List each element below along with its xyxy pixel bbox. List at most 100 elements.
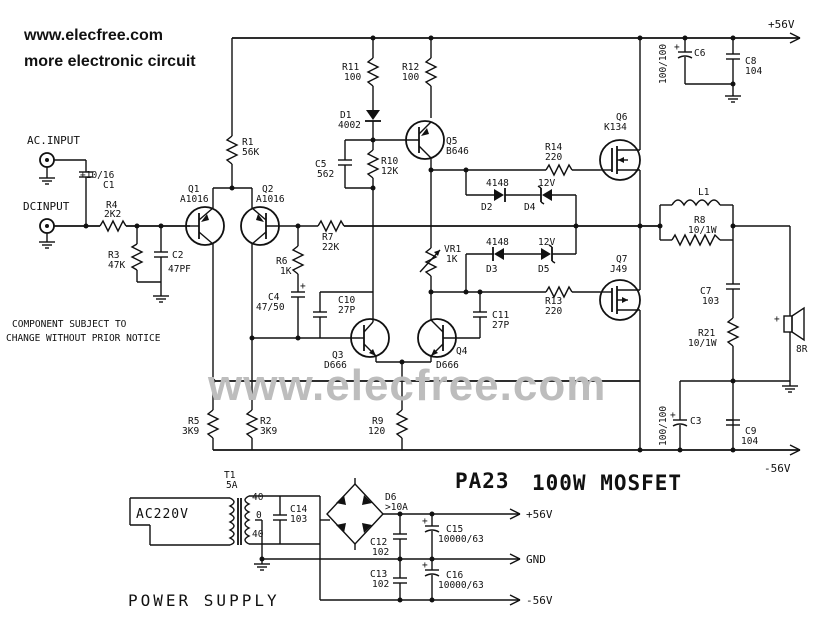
r6-ref: R6 — [276, 256, 288, 267]
c15-ref: C15 — [446, 524, 463, 535]
site-tagline: more electronic circuit — [24, 53, 196, 70]
resistor-r12 — [424, 57, 438, 87]
resistor-r14 — [545, 163, 573, 177]
q2-ref: Q2 — [262, 184, 273, 195]
d4-value: 12V — [538, 178, 555, 189]
d6-value: >10A — [385, 502, 408, 513]
r5-ref: R5 — [188, 416, 199, 427]
speaker-value: 8R — [796, 344, 808, 355]
resistor-r2 — [245, 409, 259, 439]
c4-plus: + — [300, 281, 306, 292]
r7-value: 22K — [322, 242, 339, 253]
c3-value: 100/100 — [658, 406, 669, 446]
r2-ref: R2 — [260, 416, 271, 427]
resistor-r6 — [291, 245, 305, 275]
r12-ref: R12 — [402, 62, 419, 73]
transistor-q1 — [185, 206, 225, 246]
ps-gnd-label: GND — [526, 553, 546, 566]
q1-value: A1016 — [180, 194, 209, 205]
rail-pos-label: +56V — [768, 18, 795, 31]
r3-value: 47K — [108, 260, 125, 271]
r13-ref: R13 — [545, 296, 562, 307]
d2-ref: D2 — [481, 202, 492, 213]
dc-input-label: DCINPUT — [23, 200, 70, 213]
c2-ref: C2 — [172, 250, 183, 261]
t1-tap-top: 40 — [252, 492, 264, 503]
r1-value: 56K — [242, 147, 259, 158]
capacitor-c10 — [313, 291, 373, 338]
resistor-r8 — [671, 233, 721, 247]
q3-value: D666 — [324, 360, 347, 371]
r11-value: 100 — [344, 72, 361, 83]
d5-value: 12V — [538, 237, 555, 248]
ac-input-label: AC.INPUT — [27, 134, 80, 147]
vr1-value: 1K — [446, 254, 458, 265]
c9-value: 104 — [741, 436, 758, 447]
c16-ref: C16 — [446, 570, 463, 581]
r21-ref: R21 — [698, 328, 715, 339]
watermark: www.elecfree.com — [207, 361, 606, 410]
ps-pos-label: +56V — [526, 508, 553, 521]
c11-value: 27P — [492, 320, 509, 331]
note-line-2: CHANGE WITHOUT PRIOR NOTICE — [6, 333, 161, 344]
c1-value: +10/16 — [80, 170, 115, 181]
r8-ref: R8 — [694, 215, 706, 226]
r21-value: 10/1W — [688, 338, 717, 349]
d1-ref: D1 — [340, 110, 352, 121]
d4-ref: D4 — [524, 202, 536, 213]
mosfet-q7 — [599, 279, 641, 321]
r2-value: 3K9 — [260, 426, 277, 437]
title-code: PA23 — [455, 469, 510, 493]
d2-value: 4148 — [486, 178, 509, 189]
title-name: 100W MOSFET — [532, 471, 682, 495]
r7-ref: R7 — [322, 232, 333, 243]
bridge-rectifier-d6 — [326, 482, 384, 546]
resistor-r9 — [395, 409, 409, 439]
capacitor-c14 — [273, 496, 287, 544]
resistor-r13 — [545, 285, 573, 299]
r6-value: 1K — [280, 266, 292, 277]
q7-value: J49 — [610, 264, 627, 275]
resistor-r7 — [317, 219, 345, 233]
r14-ref: R14 — [545, 142, 562, 153]
capacitor-c9 — [726, 419, 740, 426]
resistor-r4 — [99, 219, 127, 233]
c16-value: 10000/63 — [438, 580, 484, 591]
capacitor-c3 — [672, 381, 688, 450]
q4-ref: Q4 — [456, 346, 468, 357]
inductor-l1 — [671, 199, 721, 207]
q7-ref: Q7 — [616, 254, 627, 265]
supply-rails — [213, 37, 800, 451]
c16-plus: + — [422, 560, 428, 571]
q2-value: A1016 — [256, 194, 285, 205]
r9-ref: R9 — [372, 416, 384, 427]
dc-input-jack — [39, 218, 55, 249]
mosfet-q6 — [599, 139, 641, 181]
c4-ref: C4 — [268, 292, 280, 303]
mains-label: AC220V — [136, 507, 189, 522]
l1-ref: L1 — [698, 187, 710, 198]
capacitor-c1 — [79, 160, 93, 226]
capacitor-c6 — [677, 38, 693, 84]
r12-value: 100 — [402, 72, 419, 83]
potentiometer-vr1 — [424, 247, 438, 277]
transistor-q2 — [240, 206, 298, 246]
c6-plus: + — [674, 42, 680, 53]
q1-ref: Q1 — [188, 184, 200, 195]
transistor-q4 — [417, 310, 480, 358]
r10-ref: R10 — [381, 156, 398, 167]
r8-value: 10/1W — [688, 225, 717, 236]
r13-value: 220 — [545, 306, 562, 317]
ac-input-jack — [39, 152, 86, 185]
resistor-r3 — [130, 243, 144, 271]
diode-d1 — [365, 110, 381, 140]
c11-ref: C11 — [492, 310, 509, 321]
resistor-r11 — [366, 57, 380, 87]
note-line-1: COMPONENT SUBJECT TO — [12, 319, 127, 330]
capacitor-c5 — [338, 139, 373, 189]
c7-value: 103 — [702, 296, 719, 307]
c10-ref: C10 — [338, 295, 355, 306]
q3-ref: Q3 — [332, 350, 343, 361]
c15-value: 10000/63 — [438, 534, 484, 545]
